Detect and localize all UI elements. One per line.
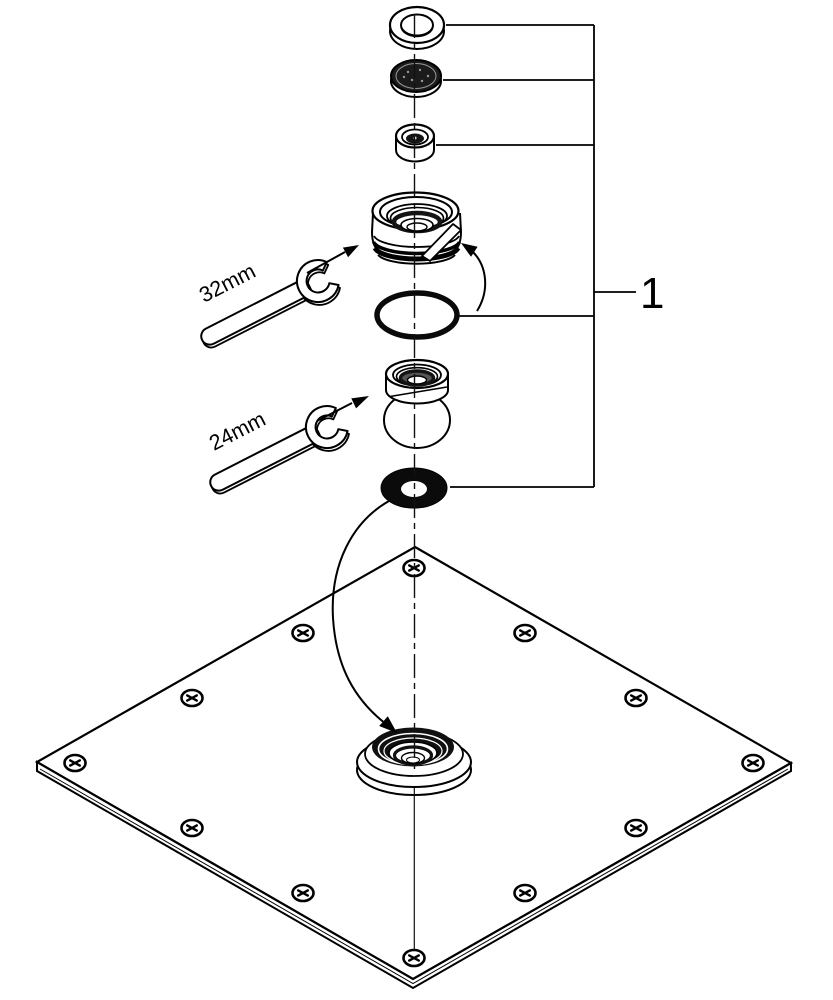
plate-center-fitting [356, 727, 472, 796]
plate-screw [180, 688, 204, 708]
insertion-arrow [331, 500, 397, 733]
rotation-arrow [461, 243, 487, 312]
wrench-32mm-arrow [306, 245, 359, 274]
thread-start-band [421, 223, 462, 262]
plate-screw [402, 948, 426, 968]
plate-screw [624, 688, 648, 708]
plate-screw [741, 753, 765, 773]
part-washer-ring [388, 5, 446, 50]
wrench-24mm-label: 24mm [205, 407, 269, 456]
arrowhead [351, 396, 369, 409]
part-filter-screen [390, 59, 442, 98]
plate-screw [291, 883, 315, 903]
open-end-wrench-icon [191, 253, 345, 363]
part-threaded-adapter [370, 191, 463, 265]
part-ball-joint [383, 358, 451, 449]
callout-bracket: 1 [436, 24, 664, 488]
open-end-wrench-icon [200, 399, 354, 509]
plate-screw [63, 753, 87, 773]
arrowhead [379, 716, 397, 733]
shower-plate [34, 545, 794, 990]
plate-top-face [34, 545, 794, 981]
callout-label: 1 [640, 269, 664, 318]
wrench-24mm-arrow [316, 396, 369, 422]
mesh-dots [402, 68, 430, 83]
part-o-ring [374, 290, 460, 340]
plate-screw [180, 818, 204, 838]
plate-side-inner-line [39, 768, 789, 985]
wrench-24mm: 24mm [200, 396, 369, 509]
plate-screw [513, 883, 537, 903]
wrench-32mm: 32mm [191, 245, 359, 363]
arrowhead [461, 243, 478, 257]
wrench-32mm-label: 32mm [195, 259, 259, 308]
plate-screw [291, 623, 315, 643]
plate-screw [624, 818, 648, 838]
plate-screw [513, 623, 537, 643]
arrowhead [342, 245, 359, 258]
